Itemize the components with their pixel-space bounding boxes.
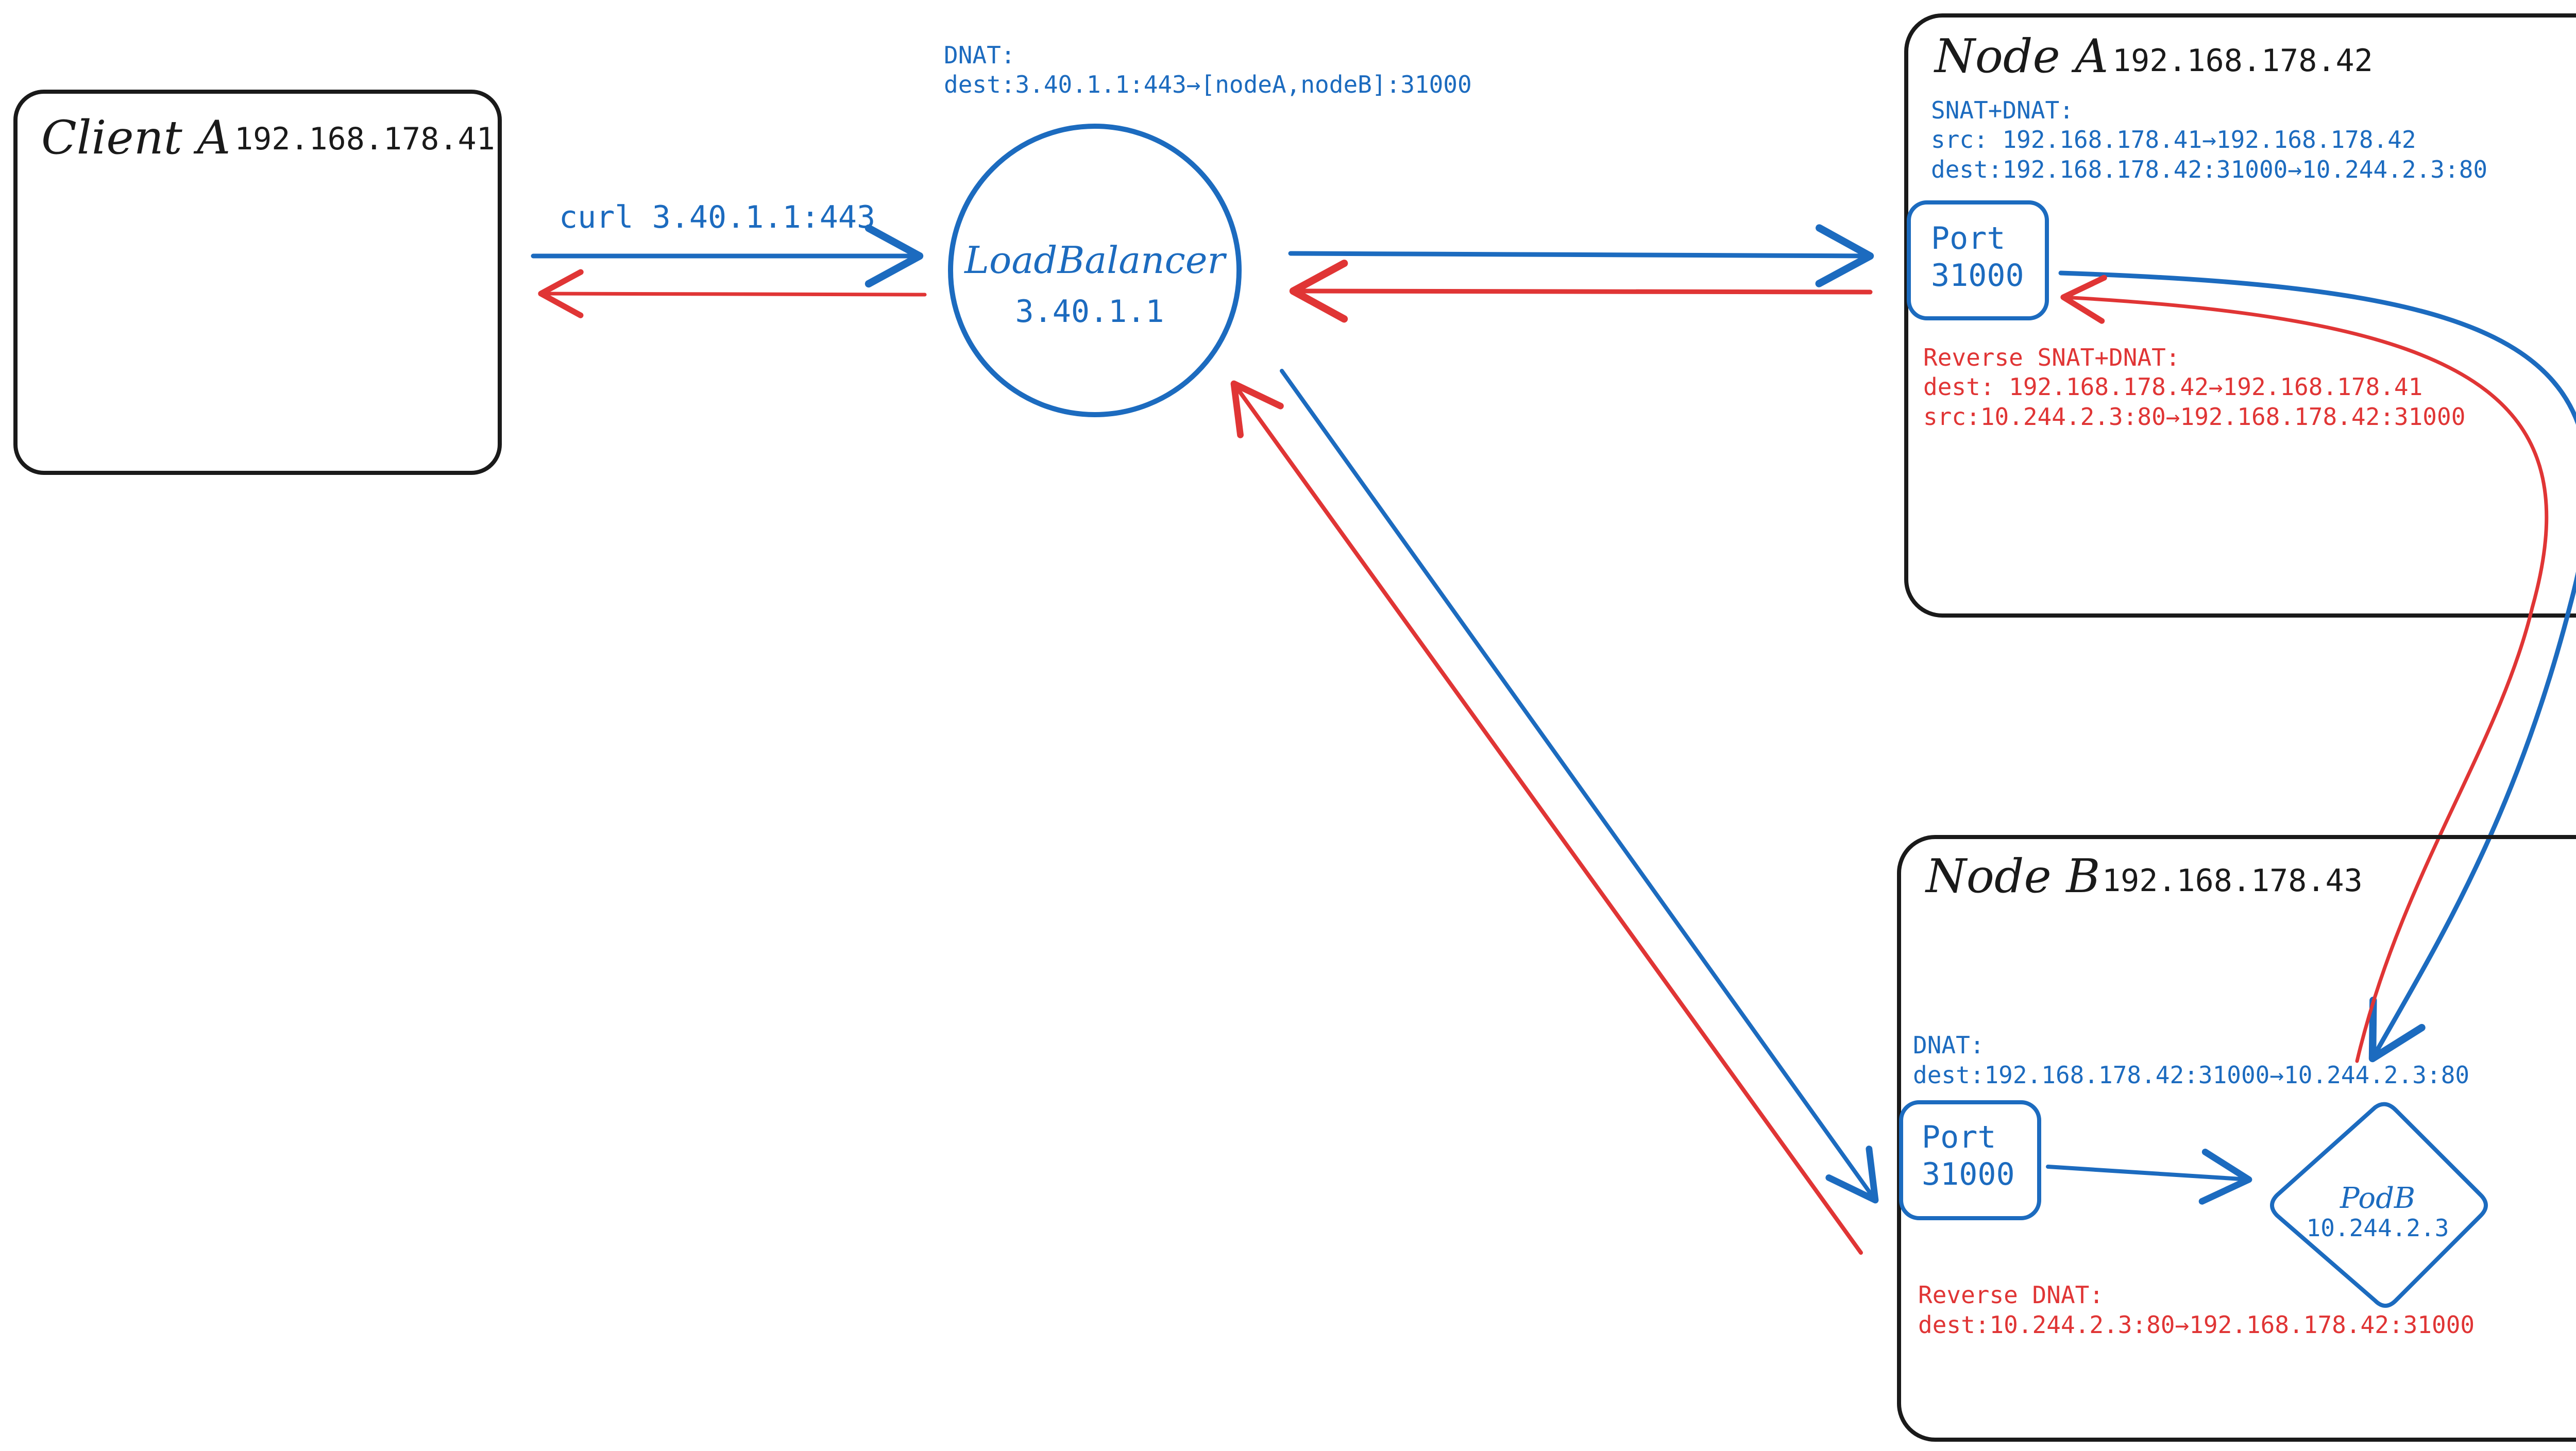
node-b-title: Node B: [1925, 849, 2100, 903]
podb-ip: 10.244.2.3: [2307, 1214, 2449, 1242]
client-a-box: Client A 192.168.178.41: [13, 90, 502, 475]
node-a-reverse-src: src:10.244.2.3:80→192.168.178.42:31000: [1923, 403, 2465, 431]
lb-to-node-b-arrow: [1280, 369, 1879, 1204]
node-a-port-number: 31000: [1931, 258, 2024, 294]
lb-to-client-arrow: [538, 269, 927, 318]
node-b-port-to-podb-arrow: [2046, 1149, 2252, 1205]
client-a-title: Client A: [41, 111, 230, 165]
lb-name: LoadBalancer: [963, 238, 1227, 282]
node-b-dnat-rule: dest:192.168.178.42:31000→10.244.2.3:80: [1913, 1061, 2469, 1089]
node-a-ip: 192.168.178.42: [2112, 43, 2373, 79]
node-a-reverse-title: Reverse SNAT+DNAT:: [1923, 344, 2180, 371]
node-b-box: Node B 192.168.178.43 DNAT: dest:192.168…: [1897, 835, 2576, 1442]
node-b-dnat-title: DNAT:: [1913, 1031, 1984, 1059]
node-a-nat-dest: dest:192.168.178.42:31000→10.244.2.3:80: [1931, 156, 2487, 183]
node-b-port-label: Port: [1922, 1119, 1996, 1155]
node-a-port-to-podb-arrow: [2058, 270, 2576, 1063]
client-a-frame: [13, 90, 502, 475]
node-b-port-box: [1899, 1100, 2041, 1220]
node-a-nat-src: src: 192.168.178.41→192.168.178.42: [1931, 126, 2416, 153]
loadbalancer: DNAT: dest:3.40.1.1:443→[nodeA,nodeB]:31…: [944, 41, 1472, 417]
lb-circle: [948, 124, 1242, 417]
node-b-to-lb-arrow: [1230, 380, 1863, 1255]
request-label: curl 3.40.1.1:443: [559, 199, 875, 235]
node-b-port-number: 31000: [1922, 1156, 2015, 1192]
node-b-reverse-rule: dest:10.244.2.3:80→192.168.178.42:31000: [1918, 1311, 2475, 1339]
podb-to-node-a-port-arrow: [2060, 275, 2549, 1063]
node-b-reverse-title: Reverse DNAT:: [1918, 1281, 2104, 1309]
node-b-frame: [1897, 835, 2576, 1442]
node-a-port-label: Port: [1931, 220, 2006, 257]
node-a-port-box: [1907, 200, 2049, 320]
podb-diamond: [2270, 1102, 2488, 1308]
node-a-to-lb-arrow: [1289, 259, 1873, 323]
node-a-reverse-dest: dest: 192.168.178.42→192.168.178.41: [1923, 373, 2422, 401]
lb-ip: 3.40.1.1: [1015, 294, 1164, 330]
node-a-frame: [1904, 13, 2576, 618]
podb-name: PodB: [2340, 1182, 2415, 1215]
lb-to-node-a-arrow: [1288, 224, 1874, 287]
lb-dnat-rule: dest:3.40.1.1:443→[nodeA,nodeB]:31000: [944, 71, 1472, 98]
client-a-ip: 192.168.178.41: [234, 121, 495, 157]
node-a-title: Node A: [1934, 29, 2108, 83]
lb-dnat-title: DNAT:: [944, 41, 1015, 69]
node-a-nat-title: SNAT+DNAT:: [1931, 96, 2074, 124]
node-a-box: Node A 192.168.178.42 SNAT+DNAT: src: 19…: [1904, 13, 2576, 618]
node-b-ip: 192.168.178.43: [2102, 863, 2363, 899]
